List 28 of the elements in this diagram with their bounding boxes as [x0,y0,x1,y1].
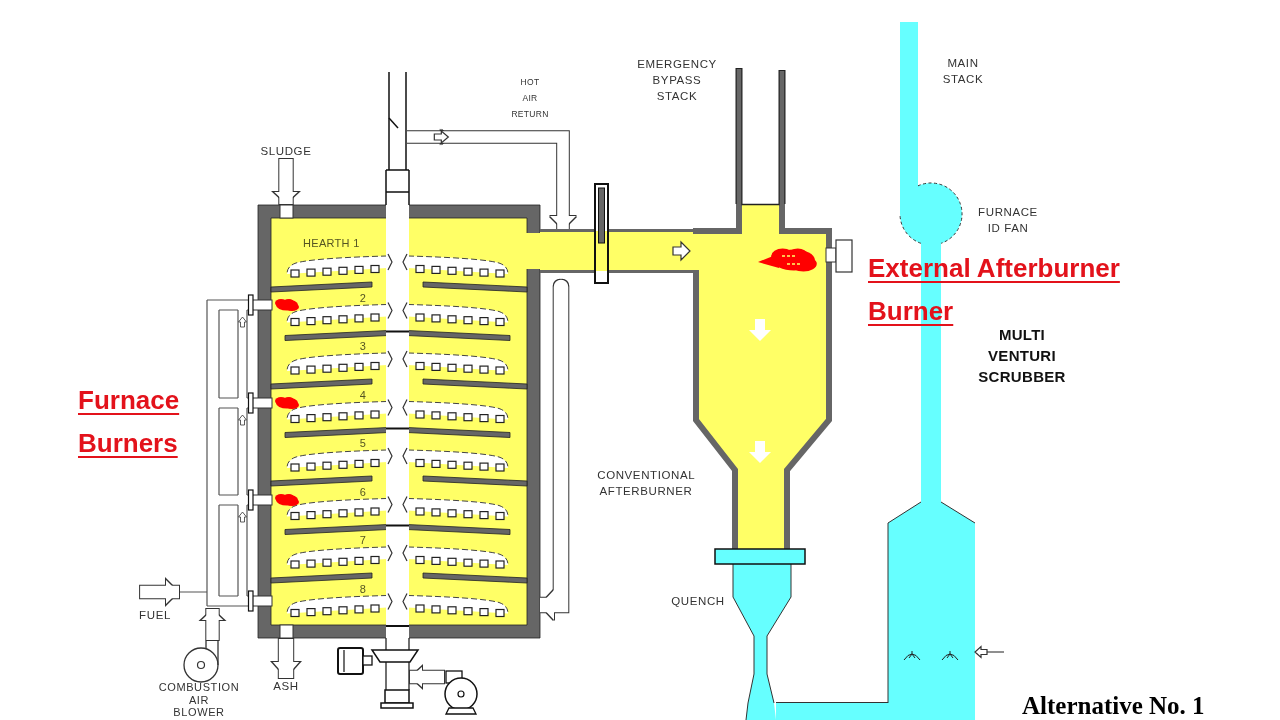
flue-gas-duct [540,232,693,270]
flow-arrow [270,638,302,679]
hearth-label: HEARTH 1 [303,237,360,250]
callout-label: Furnace Burners [78,384,180,460]
equipment-label: MAIN STACK [942,56,984,87]
stream-label: SLUDGE [260,144,312,158]
flow-arrow [139,577,180,607]
stream-label: FUEL [139,608,171,622]
hearth-number: 7 [359,534,367,547]
hearth-number: 3 [359,340,367,353]
hearth-number: 6 [359,485,367,499]
hearth-number: 2 [359,291,367,305]
equipment-label: COMBUSTION AIR BLOWER [158,681,240,719]
stream-label: ASH [273,679,299,693]
hearth-number: 8 [359,582,367,596]
pipe [921,243,941,502]
equipment-label: CONVENTIONAL AFTERBURNER [597,468,695,499]
hearth-number: 5 [359,437,367,450]
equipment-label: QUENCH [671,594,725,609]
diagram-title: Alternative No. 1 [1022,693,1205,719]
equipment-label: FURNACE ID FAN [978,205,1038,236]
flow-arrow [271,158,301,205]
flow-arrow [409,664,445,690]
part-label: MULTI VENTURI SCRUBBER [978,325,1066,387]
hearth-number: 4 [359,388,367,402]
flow-arrow [198,608,227,641]
pipe [776,703,888,720]
part-label: EMERGENCY BYPASS STACK [637,57,717,104]
